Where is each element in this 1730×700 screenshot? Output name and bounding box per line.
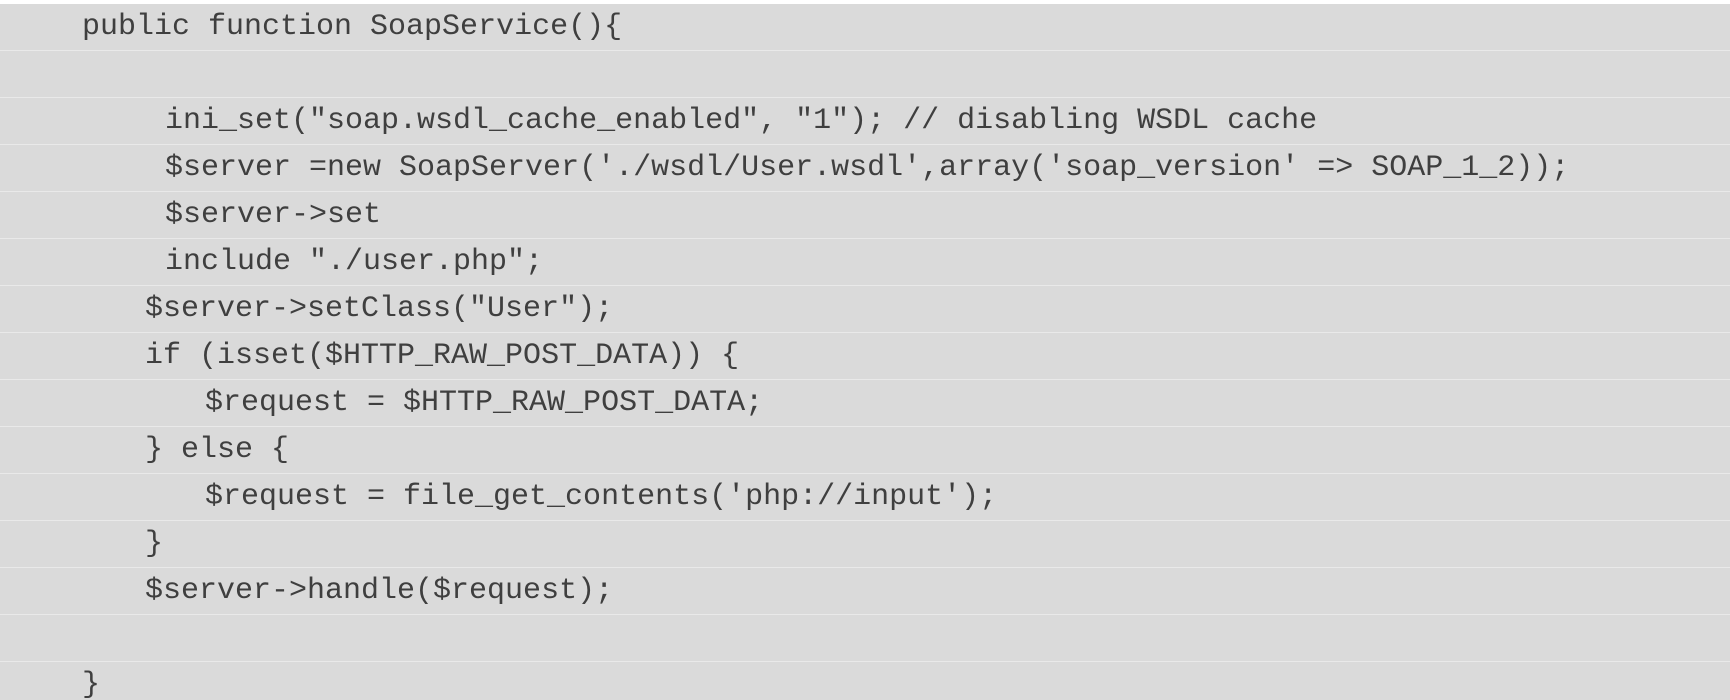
code-line: } — [0, 521, 1730, 568]
code-line: $request = file_get_contents('php://inpu… — [0, 474, 1730, 521]
code-text: include "./user.php"; — [165, 245, 544, 279]
code-text: } else { — [145, 433, 290, 467]
code-text: $server =new SoapServer('./wsdl/User.wsd… — [165, 151, 1570, 185]
code-line: ini_set("soap.wsdl_cache_enabled", "1");… — [0, 98, 1730, 145]
code-line: } else { — [0, 427, 1730, 474]
code-text: $server->setClass("User"); — [145, 292, 614, 326]
code-text: $server->set — [165, 198, 382, 232]
code-text: public function SoapService(){ — [82, 10, 623, 44]
code-line: $server->handle($request); — [0, 568, 1730, 615]
code-text: $request = file_get_contents('php://inpu… — [205, 480, 998, 514]
code-text: $request = $HTTP_RAW_POST_DATA; — [205, 386, 764, 420]
code-line: public function SoapService(){ — [0, 4, 1730, 51]
code-text: } — [82, 668, 101, 700]
code-line: $server =new SoapServer('./wsdl/User.wsd… — [0, 145, 1730, 192]
code-line: include "./user.php"; — [0, 239, 1730, 286]
code-text: $server->handle($request); — [145, 574, 614, 608]
code-line: $request = $HTTP_RAW_POST_DATA; — [0, 380, 1730, 427]
code-text: ini_set("soap.wsdl_cache_enabled", "1");… — [165, 104, 1318, 138]
code-text: } — [145, 527, 164, 561]
code-line — [0, 51, 1730, 98]
code-line: } — [0, 662, 1730, 700]
code-block: public function SoapService(){ ini_set("… — [0, 4, 1730, 700]
code-text: if (isset($HTTP_RAW_POST_DATA)) { — [145, 339, 740, 373]
code-line: if (isset($HTTP_RAW_POST_DATA)) { — [0, 333, 1730, 380]
code-line: $server->set — [0, 192, 1730, 239]
code-line: $server->setClass("User"); — [0, 286, 1730, 333]
code-line — [0, 615, 1730, 662]
